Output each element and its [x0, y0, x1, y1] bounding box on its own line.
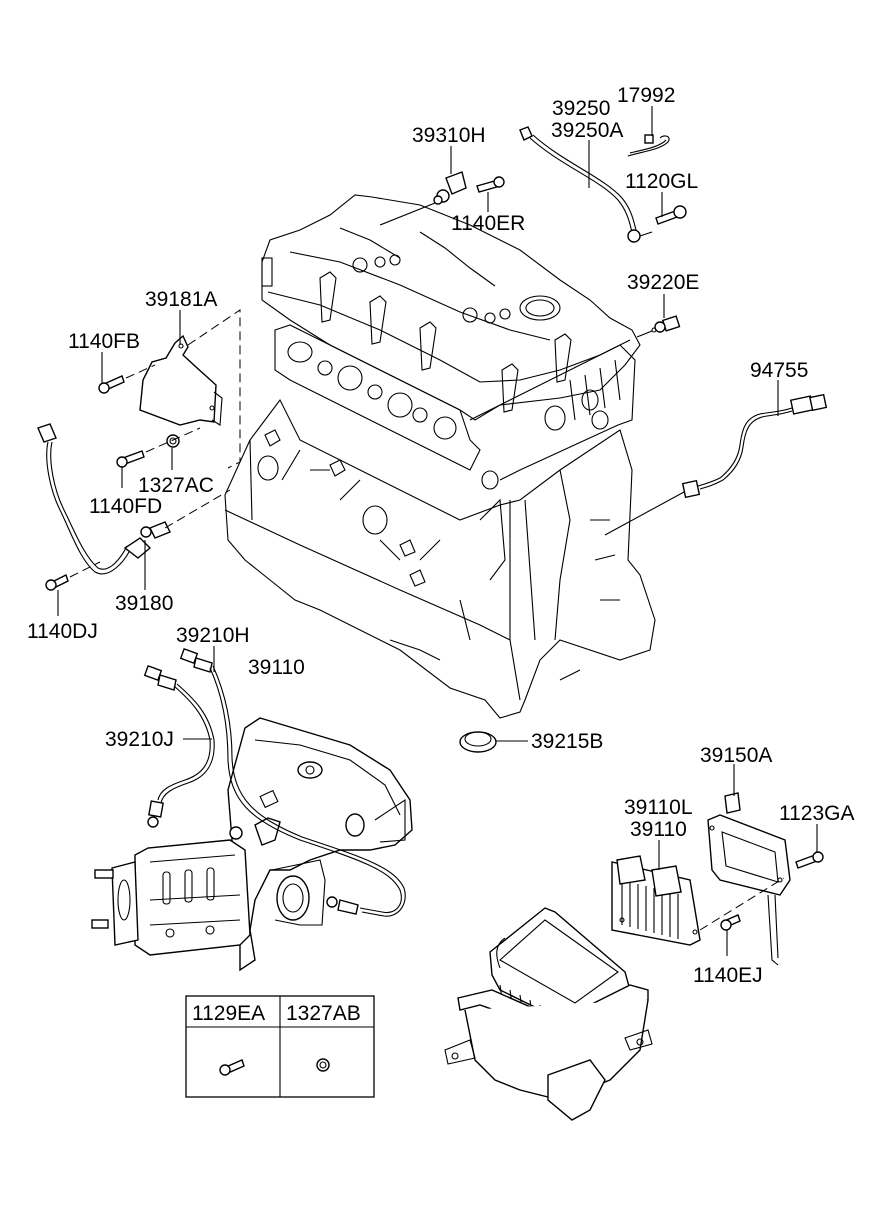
- label-17992[interactable]: 17992: [617, 84, 675, 107]
- sensor-cover-39181A: [139, 309, 241, 469]
- label-1140FD[interactable]: 1140FD: [89, 495, 162, 518]
- camshaft-position-sensor: [379, 171, 467, 226]
- label-1140DJ[interactable]: 1140DJ: [27, 620, 98, 643]
- table-header-1129EA: 1129EA: [192, 1002, 265, 1025]
- label-39210H[interactable]: 39210H: [176, 624, 250, 647]
- label-1327AC[interactable]: 1327AC: [138, 474, 214, 497]
- label-39220E[interactable]: 39220E: [627, 271, 699, 294]
- bolt-1120GL: [655, 205, 687, 225]
- label-94755[interactable]: 94755: [750, 359, 808, 382]
- nut-1327AC: [166, 434, 180, 448]
- bolt-icon: [219, 1059, 245, 1076]
- ecu-bracket-39150A: [699, 792, 791, 966]
- hose-17992: [627, 134, 670, 157]
- exhaust-manifold: [227, 717, 413, 972]
- temperature-sensor-39220E: [636, 315, 681, 338]
- bolt-1140EJ: [720, 914, 741, 931]
- catalytic-converter: [91, 826, 251, 956]
- engine-block: [224, 194, 656, 719]
- label-39210J[interactable]: 39210J: [105, 728, 174, 751]
- label-39150A[interactable]: 39150A: [700, 744, 772, 767]
- label-1123GA[interactable]: 1123GA: [779, 802, 855, 825]
- label-1140EJ[interactable]: 1140EJ: [693, 964, 763, 987]
- label-39250A[interactable]: 39250A: [551, 119, 623, 142]
- crankshaft-position-sensor-39180: [37, 423, 231, 575]
- plug-39215B: [459, 731, 497, 753]
- wiring-harness-94755: [604, 393, 828, 536]
- air-cleaner: [444, 907, 653, 1121]
- label-1120GL[interactable]: 1120GL: [625, 170, 698, 193]
- bolt-1140DJ: [45, 561, 101, 591]
- engine-control-module: [611, 855, 701, 946]
- leader-lines: [57, 106, 818, 956]
- label-39110-top[interactable]: 39110: [248, 656, 305, 679]
- label-1140ER[interactable]: 1140ER: [451, 212, 525, 235]
- oxygen-sensor-cable: [519, 126, 653, 243]
- label-39110-ecu[interactable]: 39110: [630, 818, 687, 841]
- oxygen-sensor-39210H: [179, 648, 406, 917]
- table-header-1327AB: 1327AB: [286, 1002, 361, 1025]
- bolt-1140ER: [476, 176, 505, 193]
- nut-icon: [316, 1058, 330, 1072]
- part-labels: 17992 39250 39250A 39310H 1140ER 1120GL …: [27, 84, 855, 987]
- fastener-table: 1129EA 1327AB: [185, 995, 375, 1098]
- label-39215B[interactable]: 39215B: [531, 730, 603, 753]
- bolt-1140FD: [116, 427, 201, 468]
- bolt-1123GA: [795, 851, 824, 869]
- label-1140FB[interactable]: 1140FB: [68, 330, 140, 353]
- label-39181A[interactable]: 39181A: [145, 288, 217, 311]
- bolt-1140FB: [98, 364, 156, 394]
- label-39180[interactable]: 39180: [115, 592, 173, 615]
- oxygen-sensor-39210J: [143, 665, 215, 828]
- label-39310H[interactable]: 39310H: [412, 124, 486, 147]
- label-39110L[interactable]: 39110L: [624, 796, 693, 819]
- label-39250[interactable]: 39250: [552, 97, 610, 120]
